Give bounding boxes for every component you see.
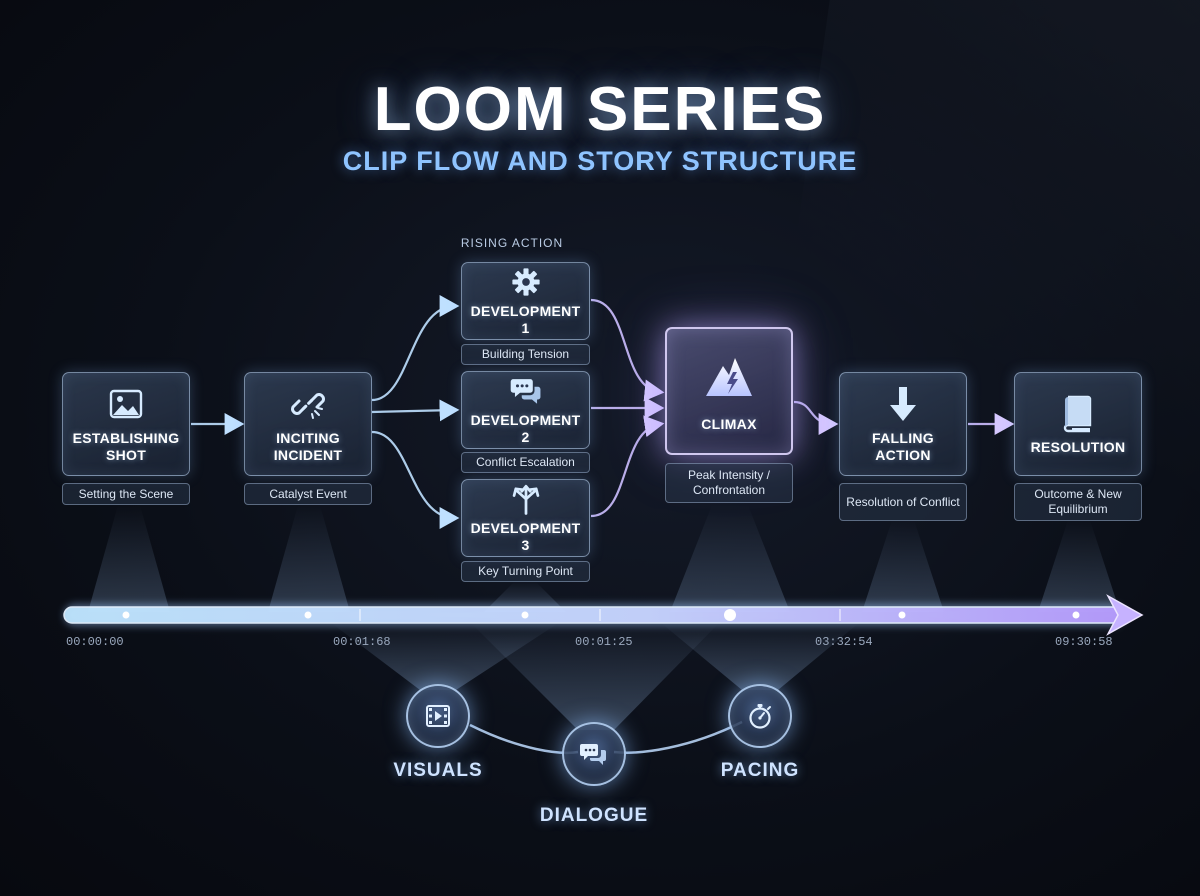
beam-establishing <box>88 505 170 612</box>
timeline-tick-label: 00:00:00 <box>66 635 124 649</box>
page-subtitle: CLIP FLOW AND STORY STRUCTURE <box>342 146 858 176</box>
timeline-tick-label: 00:01:68 <box>333 635 391 649</box>
timeline-tick-label: 03:32:54 <box>815 635 873 649</box>
node-establishing-shot[interactable]: Establishing Shot <box>62 372 190 476</box>
node-development-2[interactable]: Development 2 <box>461 371 590 449</box>
timeline-tick-label: 09:30:58 <box>1055 635 1113 649</box>
chat-bubbles-icon <box>580 744 606 765</box>
node-label: Development 1 <box>470 303 581 336</box>
node-climax[interactable]: Climax <box>665 327 793 455</box>
mountain-lightning-icon <box>706 357 752 396</box>
beam-falling <box>862 520 944 612</box>
node-falling-action[interactable]: Falling Action <box>839 372 967 476</box>
chat-bubbles-icon <box>510 379 540 404</box>
node-caption: Key Turning Point <box>461 561 590 582</box>
down-arrow-icon <box>890 387 916 421</box>
node-caption: Building Tension <box>461 344 590 365</box>
image-icon <box>109 389 143 419</box>
timeline-arrowhead <box>1106 594 1144 636</box>
connector-climax-falling <box>793 400 839 435</box>
timeline-marker <box>898 611 906 619</box>
film-icon <box>426 705 450 727</box>
rising-action-label: RISING ACTION <box>460 236 564 250</box>
node-label: Falling Action <box>872 430 934 463</box>
beam-inciting <box>268 505 350 612</box>
node-development-3[interactable]: Development 3 <box>461 479 590 557</box>
timeline-marker <box>521 611 529 619</box>
node-label: Resolution <box>1030 438 1126 455</box>
node-label: Inciting Incident <box>273 430 343 463</box>
timeline-marker <box>724 609 736 621</box>
node-label: Development 3 <box>470 520 581 553</box>
timeline-marker <box>122 611 130 619</box>
node-caption: Outcome & New Equilibrium <box>1014 483 1142 521</box>
node-resolution[interactable]: Resolution <box>1014 372 1142 476</box>
timeline-track <box>63 606 1125 624</box>
orb-label-dialogue: DIALOGUE <box>539 805 649 826</box>
orb-label-visuals: VISUALS <box>393 760 483 781</box>
node-label: Development 2 <box>470 412 581 445</box>
connector-inciting-dev1 <box>371 295 460 402</box>
gear-icon <box>511 268 540 296</box>
node-development-1[interactable]: Development 1 <box>461 262 590 340</box>
beam-resolution <box>1038 520 1120 612</box>
orb-visuals[interactable] <box>406 684 470 748</box>
timeline-marker <box>304 611 312 619</box>
broken-link-icon <box>291 393 325 419</box>
stopwatch-icon <box>749 704 771 729</box>
timeline-tick-label: 00:01:25 <box>575 635 633 649</box>
orb-label-pacing: PACING <box>720 760 800 781</box>
timeline-marker <box>1072 611 1080 619</box>
node-caption: Setting the Scene <box>62 483 190 505</box>
orb-dialogue[interactable] <box>562 722 626 786</box>
beam-dialogue <box>470 622 720 730</box>
node-label: Establishing Shot <box>72 430 180 463</box>
orb-pacing[interactable] <box>728 684 792 748</box>
page-title: LOOM SERIES <box>373 75 827 144</box>
connector-dev1-climax <box>590 298 665 402</box>
node-caption: Resolution of Conflict <box>839 483 967 521</box>
node-label: Climax <box>701 415 757 432</box>
node-caption: Catalyst Event <box>244 483 372 505</box>
node-caption: Conflict Escalation <box>461 452 590 473</box>
beam-climax <box>670 505 790 612</box>
book-icon <box>1063 395 1092 432</box>
split-arrows-icon <box>512 484 539 515</box>
beam-pacing <box>660 622 860 690</box>
connector-dev3-climax <box>590 415 665 518</box>
connector-inciting-dev2 <box>371 399 460 422</box>
node-caption: Peak Intensity / Confrontation <box>665 463 793 503</box>
node-inciting-incident[interactable]: Inciting Incident <box>244 372 372 476</box>
connector-inciting-dev3 <box>371 430 460 529</box>
